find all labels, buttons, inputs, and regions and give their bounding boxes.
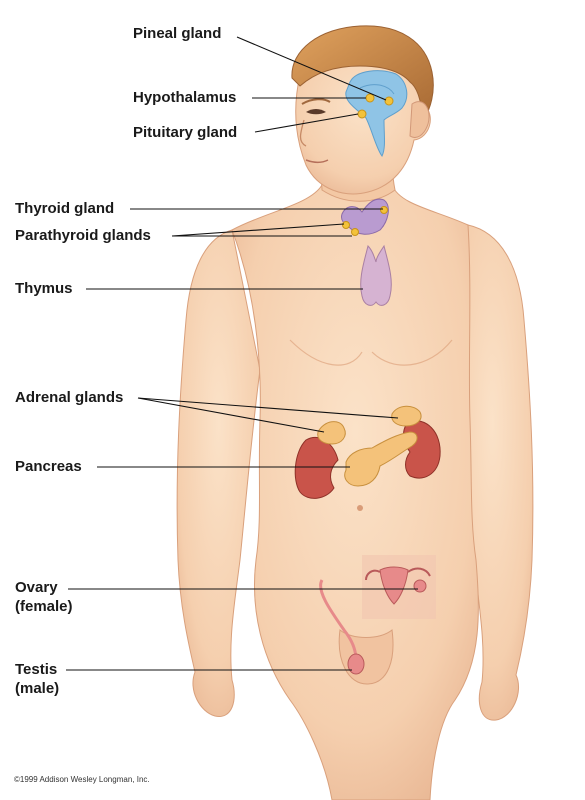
- ovary-label: Ovary: [15, 579, 58, 596]
- brain-region: [345, 70, 408, 157]
- thymus-label: Thymus: [15, 280, 73, 297]
- pituitary-leader: [254, 113, 359, 133]
- pineal-gland-dot: [384, 96, 394, 106]
- left-adrenal: [391, 405, 422, 427]
- uterus: [379, 566, 409, 605]
- right-kidney: [294, 437, 339, 499]
- ear: [409, 101, 430, 138]
- parathyroid-dot-1: [380, 206, 388, 214]
- eye: [306, 109, 326, 115]
- pituitary-gland-label: Pituitary gland: [133, 124, 238, 141]
- pancreas-label: Pancreas: [15, 458, 82, 475]
- thymus: [360, 244, 392, 306]
- ovary: [413, 579, 427, 593]
- right-arm: [176, 229, 261, 717]
- reproductive-organs: [319, 555, 436, 675]
- parathyroid-dot-3: [351, 228, 359, 236]
- leader-lines: [66, 36, 418, 671]
- abdominal-glands: [294, 405, 441, 499]
- testis: [347, 653, 365, 675]
- pancreas: [344, 431, 418, 487]
- mouth: [305, 159, 329, 163]
- copyright-credit: ©1999 Addison Wesley Longman, Inc.: [14, 775, 150, 784]
- adrenal-leader-1: [137, 397, 399, 419]
- testis-sublabel: (male): [15, 680, 60, 697]
- pituitary-gland-dot: [357, 109, 367, 119]
- adrenal-glands-label: Adrenal glands: [15, 389, 124, 406]
- fallopian-tubes: [365, 567, 431, 581]
- parathyroid-leader-1: [171, 223, 345, 237]
- thyroid-group: [341, 198, 389, 236]
- brain-fold: [359, 84, 395, 95]
- torso: [231, 184, 479, 800]
- head: [291, 25, 434, 195]
- brow: [301, 98, 331, 105]
- parathyroid-dot-2: [342, 221, 350, 229]
- pineal-leader: [236, 36, 387, 101]
- chest-shading: [289, 339, 453, 366]
- testis-label: Testis: [15, 661, 58, 678]
- hypothalamus-label: Hypothalamus: [133, 89, 237, 106]
- ovary-sublabel: (female): [15, 598, 73, 615]
- parathyroid-glands-label: Parathyroid glands: [15, 227, 151, 244]
- vas-deferens: [319, 579, 358, 661]
- right-adrenal: [317, 421, 346, 445]
- adrenal-leader-2: [137, 397, 325, 433]
- navel: [357, 505, 363, 511]
- thyroid-gland-label: Thyroid gland: [15, 200, 115, 217]
- hypothalamus-dot: [365, 93, 375, 103]
- pineal-gland-label: Pineal gland: [133, 25, 222, 42]
